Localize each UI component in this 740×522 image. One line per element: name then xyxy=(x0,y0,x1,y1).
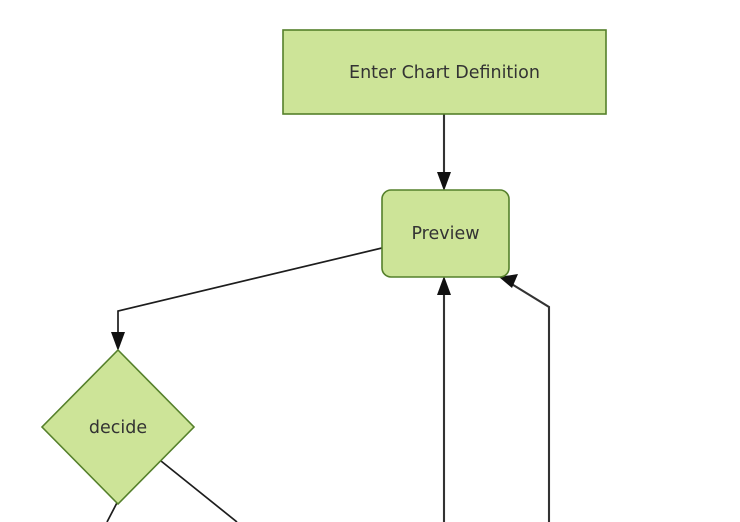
node-shape-diamond[interactable] xyxy=(40,348,196,506)
edge-enter-to-preview xyxy=(437,114,451,191)
edge-line xyxy=(509,282,551,522)
edge-line xyxy=(160,460,238,522)
node-decide[interactable]: decide xyxy=(40,348,196,506)
node-label-enter-chart-definition: Enter Chart Definition xyxy=(349,63,540,83)
edge-bottom-right-to-preview xyxy=(499,274,551,522)
node-shape-rounded-rectangle[interactable] xyxy=(381,189,510,278)
arrowhead-icon xyxy=(437,172,451,191)
edge-preview-to-decide xyxy=(111,247,383,351)
edge-line xyxy=(117,247,383,341)
arrowhead-icon xyxy=(111,332,125,351)
edge-decide-bottom-right xyxy=(160,460,238,522)
arrowhead-icon xyxy=(499,274,518,288)
arrowhead-icon xyxy=(437,276,451,295)
node-label-preview: Preview xyxy=(411,224,479,244)
node-preview[interactable]: Preview xyxy=(381,189,510,278)
edge-bottom-center-to-preview xyxy=(437,276,451,522)
node-enter-chart-definition[interactable]: Enter Chart Definition xyxy=(282,29,607,115)
node-label-decide: decide xyxy=(89,418,147,438)
node-shape-rectangle[interactable] xyxy=(282,29,607,115)
